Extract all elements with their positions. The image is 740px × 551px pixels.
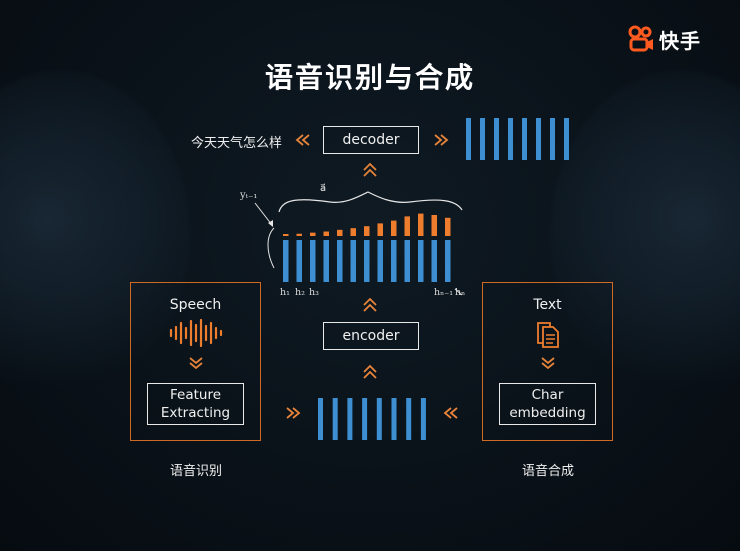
feature-extracting-line1: Feature <box>169 387 221 403</box>
encoder-input-bar <box>332 398 338 440</box>
chevron-left-icon <box>295 134 310 146</box>
attention-weight-bar <box>445 217 451 236</box>
attention-weight-bar <box>377 223 383 236</box>
encoder-input-bar <box>406 398 412 440</box>
char-embedding-line2: embedding <box>509 405 586 421</box>
decoder-state-label: yₜ₋₁ <box>240 190 258 201</box>
encoder-input-bar <box>420 398 426 440</box>
decoder-output-bar <box>508 118 513 160</box>
chevron-down-icon <box>541 357 555 370</box>
speech-label: Speech <box>169 297 222 313</box>
attention-weight-bar <box>391 220 397 236</box>
encoder-input-bar <box>391 398 397 440</box>
decoder-state-arrow <box>254 202 273 226</box>
decoder-output-bar <box>564 118 569 160</box>
hidden-state-bar <box>337 240 343 282</box>
attention-brace <box>278 191 463 213</box>
logo-text: 快手 <box>659 28 701 53</box>
hidden-label-h3: h₃ <box>309 287 319 298</box>
encoder-input-bar <box>376 398 382 440</box>
decoder-output-bar <box>480 118 485 160</box>
chevron-right-icon <box>286 407 301 419</box>
hidden-label-hn: hₙ <box>455 287 466 298</box>
attention-weight-bar <box>296 233 302 236</box>
context-vector-label: a⃗ <box>320 183 327 194</box>
attention-weight-bar <box>283 234 289 236</box>
attention-weight-bar <box>323 231 329 236</box>
page-title: 语音识别与合成 <box>264 61 475 94</box>
hidden-state-bar <box>404 240 410 282</box>
speech-synthesis-panel: Text Char embedding <box>482 282 613 441</box>
waveform-icon <box>169 319 223 347</box>
document-icon <box>537 322 559 348</box>
arrowhead-icon <box>268 220 273 227</box>
hidden-label-hn-1: hₙ₋₁ <box>434 287 454 298</box>
attention-weight-bar <box>364 226 370 236</box>
hidden-state-bar <box>364 240 370 282</box>
decoder-output-bar <box>494 118 499 160</box>
attention-weight-bar <box>418 213 424 236</box>
attention-weight-bar <box>337 229 343 236</box>
char-embedding-line1: Char <box>531 387 564 403</box>
hidden-state-bar <box>377 240 383 282</box>
hidden-state-bar <box>283 240 289 282</box>
attention-weight-bar <box>431 215 437 236</box>
chevron-up-icon <box>363 162 377 177</box>
speech-recognition-caption: 语音识别 <box>170 464 223 479</box>
chevron-right-icon <box>434 134 449 146</box>
char-embedding-box: Char embedding <box>499 383 596 425</box>
encoder-box: encoder <box>323 322 419 350</box>
chevron-up-icon <box>363 364 377 379</box>
hidden-state-bar <box>323 240 329 282</box>
attention-bars <box>283 213 451 236</box>
hn-pointer <box>454 288 463 296</box>
attention-weight-bar <box>404 216 410 236</box>
chevron-up-icon <box>363 297 377 312</box>
decoder-output-bars <box>466 118 569 160</box>
hidden-state-bars <box>283 240 451 282</box>
hidden-state-bar <box>350 240 356 282</box>
chevron-down-icon <box>189 357 203 370</box>
hidden-state-bar <box>391 240 397 282</box>
kuaishou-logo-icon <box>628 25 653 52</box>
state-to-encoder-curve <box>267 227 275 269</box>
encoder-input-bar <box>318 398 323 440</box>
encoder-input-bar <box>347 398 353 440</box>
decoder-output-bar <box>522 118 527 160</box>
hidden-state-bar <box>296 240 302 282</box>
decoder-output-bar <box>466 118 471 160</box>
hidden-label-h1: h₁ <box>280 287 290 298</box>
encoder-input-bar <box>362 398 368 440</box>
hidden-state-bar <box>445 240 451 282</box>
encoder-input-bars <box>318 398 426 440</box>
attention-weight-bar <box>310 232 316 236</box>
feature-extracting-line2: Extracting <box>160 405 231 421</box>
chevron-left-icon <box>443 407 458 419</box>
hidden-label-h2: h₂ <box>295 287 305 298</box>
decoder-output-bar <box>536 118 541 160</box>
hidden-state-bar <box>431 240 437 282</box>
hidden-state-bar <box>310 240 316 282</box>
decoded-sentence: 今天天气怎么样 <box>191 136 283 151</box>
decoder-box: decoder <box>323 126 419 154</box>
decoder-output-bar <box>550 118 555 160</box>
attention-weight-bar <box>350 228 356 236</box>
hidden-state-bar <box>418 240 424 282</box>
kuaishou-logo: 快手 <box>626 24 701 54</box>
speech-synthesis-caption: 语音合成 <box>522 464 575 479</box>
text-label: Text <box>533 297 562 313</box>
